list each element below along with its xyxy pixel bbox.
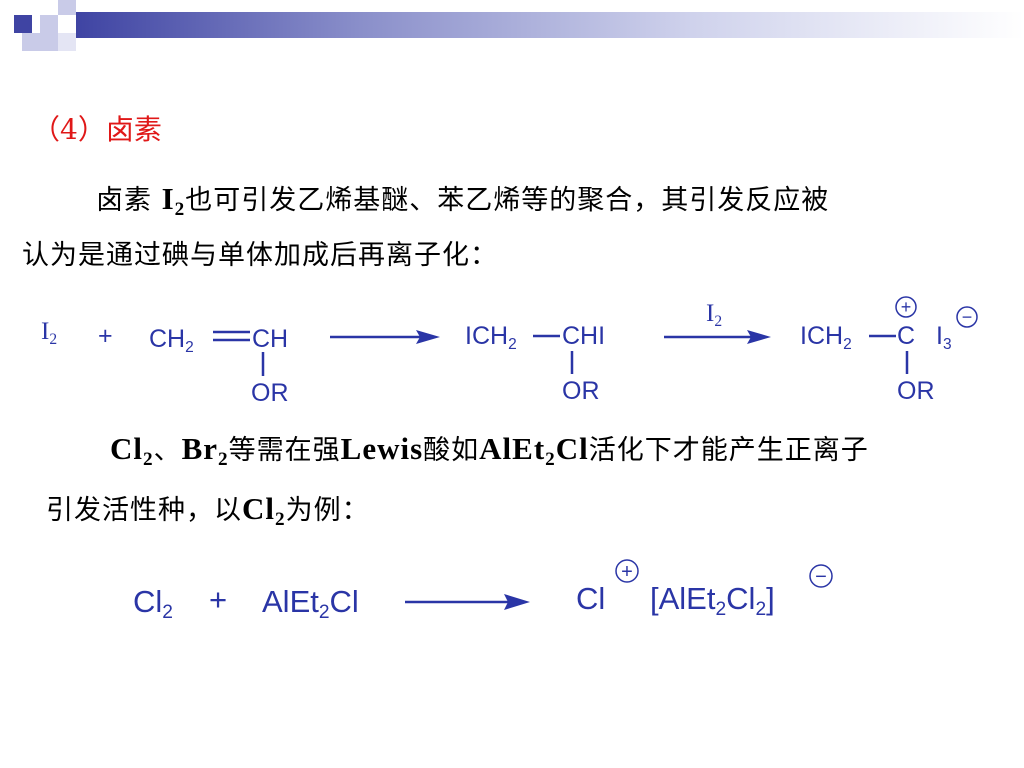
text: 卤素 <box>96 185 162 216</box>
positive-charge-icon <box>895 296 917 318</box>
adduct-chi: CHI <box>562 322 606 350</box>
negative-charge-text: − <box>962 307 973 327</box>
header-square <box>22 33 40 51</box>
formula-alet2cl: AlEt2Cl <box>479 431 589 470</box>
negative-charge-text: − <box>815 566 827 588</box>
positive-charge-icon <box>615 559 639 583</box>
section-heading: （4）卤素 <box>32 113 162 146</box>
scheme-1-bonds-arrows: + − <box>213 296 978 376</box>
monomer-ch: CH <box>252 325 289 353</box>
text: 也可引发乙烯基醚、苯乙烯等的聚合，其引发反应被 <box>185 185 830 216</box>
product-ich2: ICH2 <box>800 322 852 353</box>
paragraph-2-line-2: 引发活性种，以Cl2为例： <box>46 488 370 530</box>
positive-charge-text: + <box>901 297 912 317</box>
text: 为例： <box>285 495 370 526</box>
product-or: OR <box>897 377 935 405</box>
plus-sign: + <box>209 582 228 617</box>
paragraph-1-line-2: 认为是通过碘与单体加成后再离子化： <box>22 240 498 271</box>
reactant-i2: I2 <box>41 318 58 348</box>
reactant-cl2: Cl2 <box>133 584 173 623</box>
adduct-or: OR <box>562 377 600 405</box>
monomer-or: OR <box>251 379 289 407</box>
header-square <box>40 15 58 33</box>
arrow-reagent-i2: I2 <box>706 300 723 330</box>
plus-sign: + <box>98 322 113 350</box>
negative-charge-icon <box>956 306 978 328</box>
counterion-i3: I3 <box>936 322 952 353</box>
text: 、 <box>153 435 182 466</box>
text: 等需在强 <box>228 435 341 466</box>
header-square <box>40 33 58 51</box>
adduct-ich2: ICH2 <box>465 322 517 353</box>
text: 酸如 <box>423 435 480 466</box>
text-lewis: Lewis <box>340 431 424 466</box>
paragraph-2-line-1: Cl2、Br2等需在强Lewis酸如AlEt2Cl活化下才能产生正离子 <box>110 428 869 470</box>
chloronium-cation: Cl <box>576 581 606 616</box>
monomer-ch2: CH2 <box>149 325 194 356</box>
text: 引发活性种，以 <box>46 495 242 526</box>
header-gradient-bar <box>76 12 1024 38</box>
positive-charge-text: + <box>621 561 633 583</box>
negative-charge-icon <box>809 564 833 588</box>
header-square <box>58 33 76 51</box>
formula-cl2: Cl2 <box>110 431 154 470</box>
lewis-acid-alet2cl: AlEt2Cl <box>262 584 359 623</box>
header-square <box>58 0 76 15</box>
formula-br2: Br2 <box>181 431 229 470</box>
text: 活化下才能产生正离子 <box>588 435 869 466</box>
product-carbocation: C <box>897 322 916 350</box>
header-square <box>14 15 32 33</box>
formula-cl2: Cl2 <box>242 491 286 530</box>
paragraph-1-line-1: 卤素 I2也可引发乙烯基醚、苯乙烯等的聚合，其引发反应被 <box>96 178 830 220</box>
formula-i2: I2 <box>161 181 186 220</box>
scheme-2-arrows-charges: + − <box>405 559 833 610</box>
anion-alet2cl2: [AlEt2Cl2] <box>650 581 775 620</box>
